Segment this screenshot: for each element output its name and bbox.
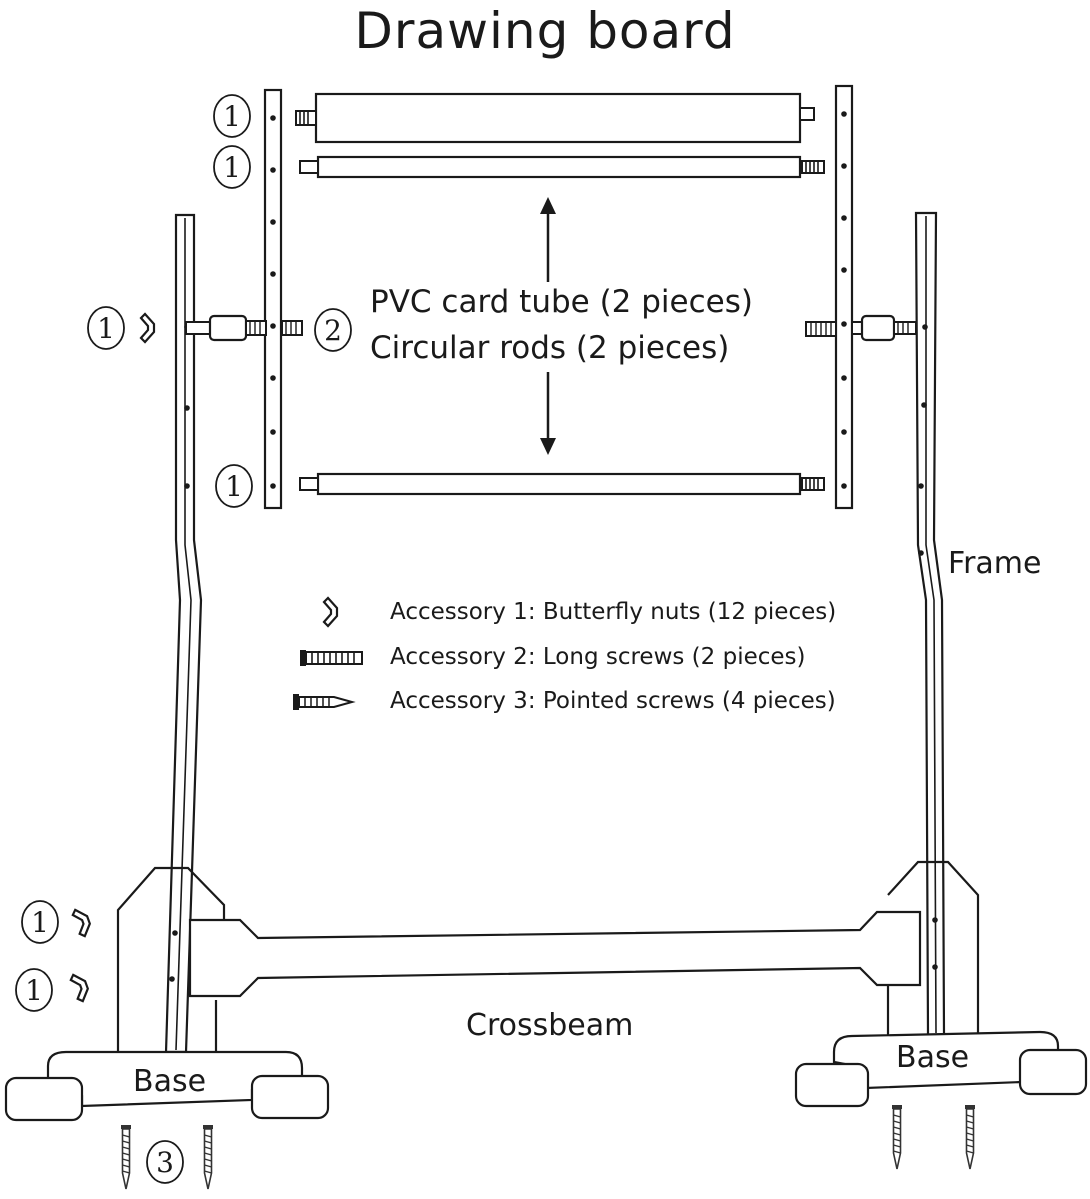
callout-number: 1 bbox=[223, 151, 241, 184]
diagram-title: Drawing board bbox=[354, 2, 736, 60]
pointed-screw-icon bbox=[891, 1104, 903, 1170]
circular-rods-label: Circular rods (2 pieces) bbox=[370, 330, 730, 366]
right-base-block bbox=[886, 860, 980, 1035]
callout-2-circle bbox=[314, 308, 352, 352]
left-base bbox=[4, 1050, 330, 1122]
down-arrow bbox=[540, 372, 556, 455]
butterfly-nut-icon bbox=[70, 905, 95, 939]
callout-1-circle bbox=[87, 306, 125, 350]
pointed-screw-icon bbox=[964, 1104, 976, 1170]
circular-rod-lower bbox=[299, 472, 825, 496]
pvc-card-tube-label: PVC card tube (2 pieces) bbox=[370, 284, 753, 320]
butterfly-nut-icon bbox=[68, 970, 93, 1004]
left-long-screw-assembly bbox=[185, 314, 303, 342]
left-base-block bbox=[116, 866, 226, 1052]
callout-number: 1 bbox=[31, 906, 49, 939]
callout-1-circle bbox=[15, 968, 53, 1012]
callout-3-circle bbox=[146, 1140, 184, 1184]
callout-number: 1 bbox=[223, 100, 241, 133]
pointed-screw-icon bbox=[202, 1124, 214, 1190]
accessory-3-label: Accessory 3: Pointed screws (4 pieces) bbox=[390, 688, 836, 714]
legend-pointed-screw-icon bbox=[293, 694, 356, 710]
callout-number: 1 bbox=[97, 312, 115, 345]
callout-number: 1 bbox=[25, 974, 43, 1007]
accessory-1-label: Accessory 1: Butterfly nuts (12 pieces) bbox=[390, 599, 837, 625]
right-long-screw-assembly bbox=[805, 314, 917, 342]
upper-left-upright bbox=[263, 88, 283, 510]
callout-1-circle bbox=[21, 900, 59, 944]
accessory-2-label: Accessory 2: Long screws (2 pieces) bbox=[390, 644, 806, 670]
crossbeam-label: Crossbeam bbox=[466, 1008, 634, 1043]
callout-1-circle bbox=[213, 145, 251, 189]
circular-rod-upper bbox=[299, 155, 825, 179]
callout-1-circle bbox=[213, 94, 251, 138]
pvc-card-tube bbox=[295, 92, 815, 144]
legend-long-screw-icon bbox=[300, 650, 363, 666]
pointed-screw-icon bbox=[120, 1124, 132, 1190]
callout-1-circle bbox=[215, 464, 253, 508]
callout-number: 3 bbox=[156, 1146, 174, 1179]
butterfly-nut-icon bbox=[139, 312, 156, 344]
left-base-label: Base bbox=[133, 1064, 207, 1099]
crossbeam-bar bbox=[188, 910, 922, 998]
up-arrow bbox=[540, 197, 556, 282]
callout-number: 2 bbox=[324, 314, 342, 347]
upper-right-upright bbox=[834, 84, 854, 510]
frame-label: Frame bbox=[948, 546, 1042, 581]
legend-butterfly-nut-icon bbox=[322, 596, 339, 628]
callout-number: 1 bbox=[225, 470, 243, 503]
right-base-label: Base bbox=[896, 1040, 970, 1075]
right-base bbox=[794, 1030, 1088, 1108]
